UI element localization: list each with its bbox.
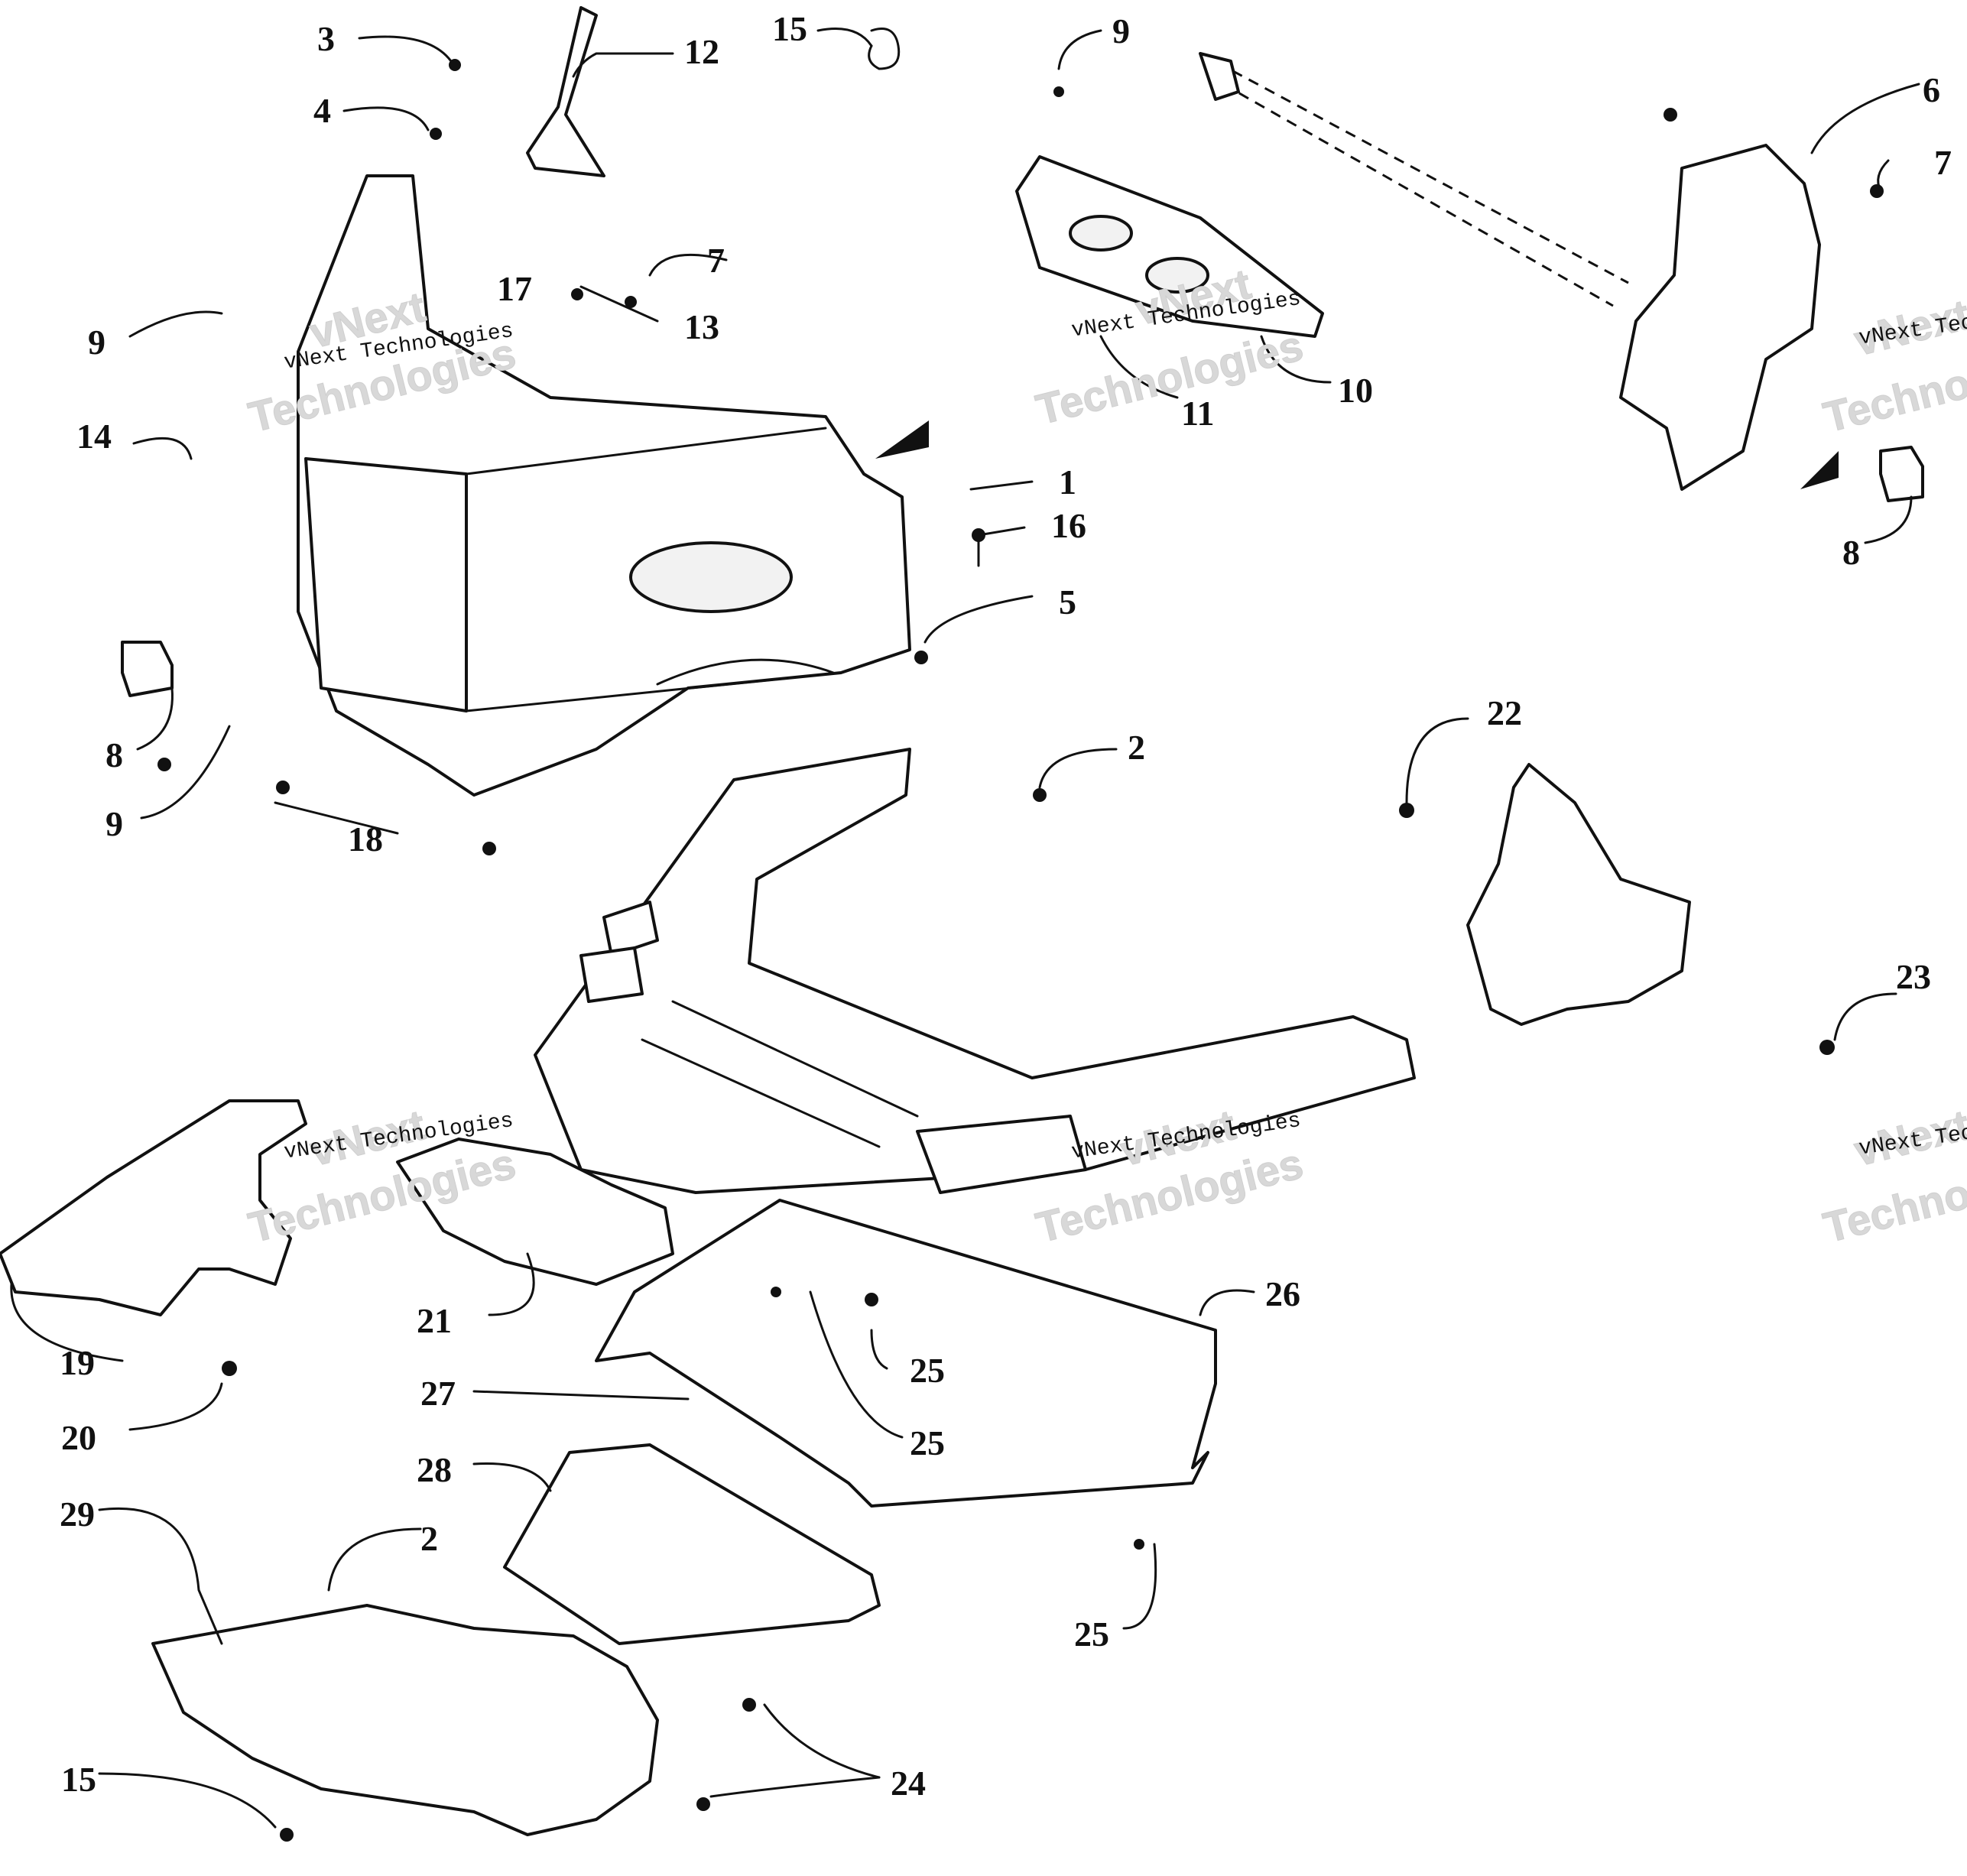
callout-22: 21 [417, 1301, 452, 1340]
block-part-right [1879, 446, 1924, 502]
callout-30: 29 [60, 1495, 95, 1534]
plate-part [1015, 155, 1324, 338]
bar-end-part [1199, 52, 1240, 101]
frame-part [534, 748, 1416, 1194]
callout-2-top: 2 [1128, 728, 1145, 767]
panel-part [503, 1443, 881, 1645]
callout-9-lower: 9 [105, 804, 123, 843]
callout-12: 12 [684, 32, 719, 71]
bracket-part [1619, 144, 1821, 491]
callout-8-left: 8 [105, 735, 123, 774]
handle-part [526, 6, 605, 177]
callout-14: 14 [76, 417, 112, 456]
callout-13: 13 [684, 307, 719, 346]
callout-20: 19 [60, 1343, 95, 1382]
callout-29: 28 [417, 1450, 452, 1489]
callout-28: 27 [420, 1374, 456, 1413]
callout-11: 11 [1181, 394, 1215, 433]
shroud-part [151, 1604, 659, 1836]
callout-6: 6 [1923, 70, 1940, 109]
left-arm-part [0, 1099, 307, 1316]
direction-arrow-upper [875, 420, 929, 459]
callout-8-right: 8 [1842, 533, 1860, 572]
dashed-bar [1199, 52, 1629, 307]
bracket-part-22 [396, 1138, 674, 1286]
callout-23: 22 [1487, 693, 1522, 732]
callout-25-lower: 25 [1074, 1615, 1109, 1654]
callout-17: 16 [1051, 506, 1086, 545]
callout-21: 20 [61, 1418, 96, 1457]
bulkhead-part [297, 174, 911, 797]
callout-2-lower: 2 [420, 1519, 438, 1558]
callout-15-left: 15 [61, 1760, 96, 1799]
clip-part [868, 28, 901, 70]
callout-5: 5 [1059, 583, 1076, 622]
callout-25-mid: 25 [910, 1423, 945, 1462]
callout-26: 25 [910, 1351, 945, 1390]
callout-9-top: 9 [1112, 11, 1130, 50]
callout-4: 4 [313, 91, 331, 130]
callout-15-right: 24 [891, 1764, 926, 1803]
callout-10: 10 [1338, 371, 1373, 410]
side-bracket-part [1466, 763, 1691, 1026]
direction-arrow-right [1800, 451, 1839, 489]
skid-plate-part [595, 1199, 1217, 1508]
callout-16: 15 [772, 9, 807, 48]
leader-lines [10, 28, 1920, 1829]
block-part-left [121, 641, 174, 697]
callout-18: 17 [497, 269, 532, 308]
callout-19: 18 [348, 820, 383, 858]
callout-7-right: 7 [1934, 143, 1952, 182]
callout-27: 26 [1265, 1274, 1300, 1313]
hardware-holes [157, 59, 1884, 1842]
callout-7-mid: 7 [707, 241, 725, 280]
callout-9-left: 9 [88, 323, 105, 362]
callout-1: 1 [1059, 463, 1076, 501]
callout-3: 3 [317, 19, 335, 58]
callout-24: 23 [1896, 957, 1931, 996]
